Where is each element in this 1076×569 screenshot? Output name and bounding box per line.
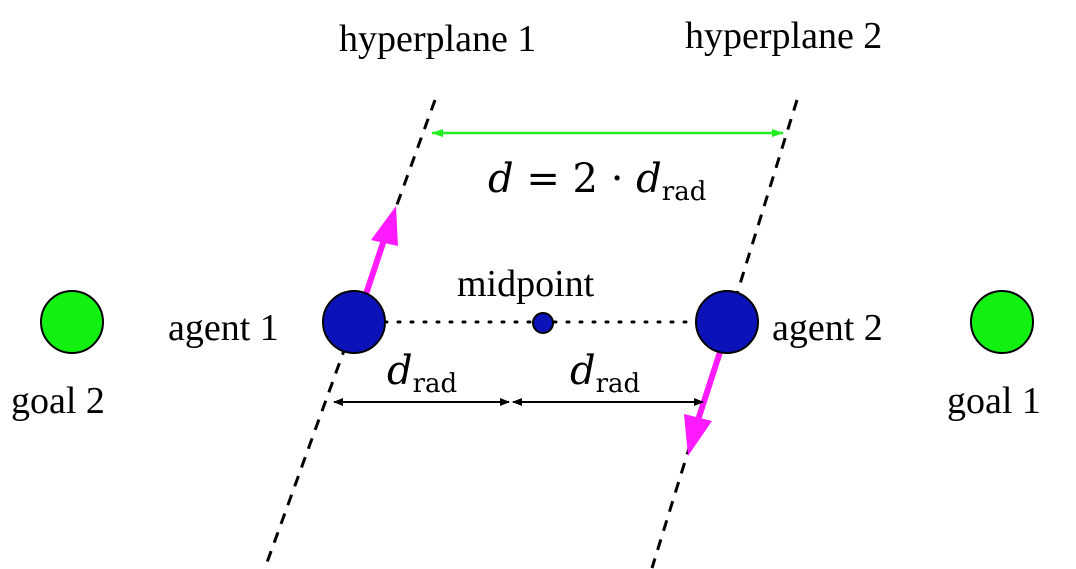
d-rad-right-label: drad <box>570 348 640 399</box>
midpoint-marker <box>532 312 554 334</box>
goal-1-marker <box>970 290 1034 354</box>
hyperplane-1-label: hyperplane 1 <box>339 18 536 60</box>
goal-1-label: goal 1 <box>947 380 1041 422</box>
formula-lhs: d <box>488 156 514 202</box>
formula-var: d <box>636 156 662 202</box>
agent-1-velocity-arrow <box>362 206 398 298</box>
midpoint-label: midpoint <box>457 263 595 305</box>
agent-2-marker <box>695 290 759 354</box>
goal-2-label: goal 2 <box>11 380 105 422</box>
agent-2-velocity-arrow <box>684 351 723 456</box>
goal-2-marker <box>40 290 104 354</box>
separation-formula: d = 2 · drad <box>488 156 706 207</box>
formula-sub: rad <box>662 177 707 207</box>
d-rad-left-label: drad <box>387 348 457 399</box>
formula-eq: = 2 · <box>514 156 637 202</box>
agent-1-label: agent 1 <box>168 307 279 349</box>
agent-2-label: agent 2 <box>772 307 883 349</box>
agent-1-marker <box>322 290 386 354</box>
hyperplane-2-label: hyperplane 2 <box>685 15 882 57</box>
